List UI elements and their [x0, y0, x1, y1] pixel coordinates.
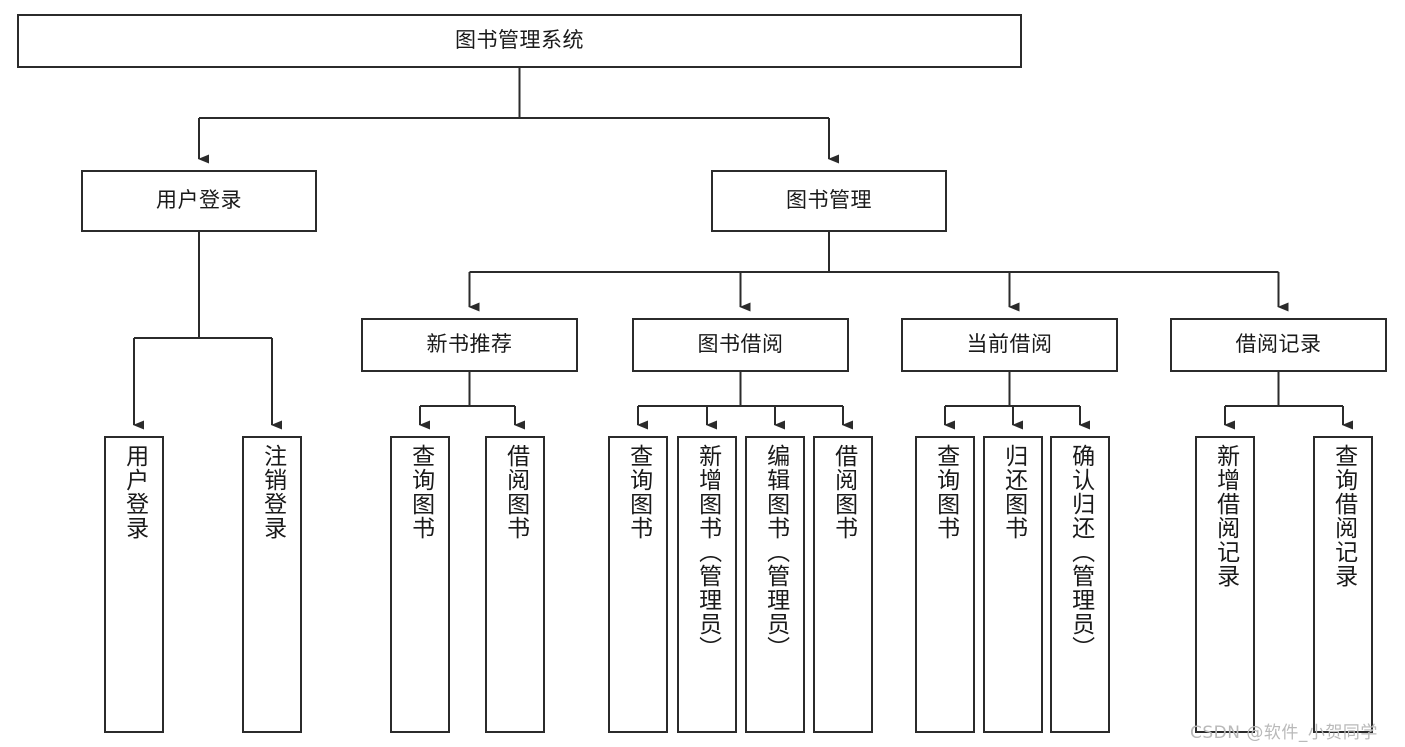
node-label: 归还图书 — [1000, 444, 1027, 540]
node-label: 新增图书（管理员） — [694, 444, 721, 660]
node-leaf-查询图书-8[interactable]: 查询图书 — [915, 436, 975, 733]
node-l3-新书推荐-0[interactable]: 新书推荐 — [361, 318, 578, 372]
node-label: 当前借阅 — [966, 332, 1053, 357]
node-label: 编辑图书（管理员） — [762, 444, 789, 660]
node-leaf-归还图书-9[interactable]: 归还图书 — [983, 436, 1043, 733]
node-label: 查询图书 — [932, 444, 959, 540]
node-leaf-查询图书-2[interactable]: 查询图书 — [390, 436, 450, 733]
node-label: 借阅图书 — [502, 444, 529, 540]
node-l2-图书管理-1[interactable]: 图书管理 — [711, 170, 947, 232]
node-leaf-确认归还管理员-10[interactable]: 确认归还（管理员） — [1050, 436, 1110, 733]
node-label: 新增借阅记录 — [1212, 444, 1239, 588]
node-l3-图书借阅-1[interactable]: 图书借阅 — [632, 318, 849, 372]
node-label: 确认归还（管理员） — [1067, 444, 1094, 660]
node-label: 查询图书 — [407, 444, 434, 540]
node-leaf-查询图书-4[interactable]: 查询图书 — [608, 436, 668, 733]
node-label: 新书推荐 — [426, 332, 513, 357]
node-leaf-新增图书管理员-5[interactable]: 新增图书（管理员） — [677, 436, 737, 733]
node-label: 用户登录 — [156, 188, 242, 213]
node-leaf-查询借阅记录-12[interactable]: 查询借阅记录 — [1313, 436, 1373, 733]
node-leaf-编辑图书管理员-6[interactable]: 编辑图书（管理员） — [745, 436, 805, 733]
node-l3-借阅记录-3[interactable]: 借阅记录 — [1170, 318, 1387, 372]
node-label: 图书管理 — [786, 188, 872, 213]
node-l3-当前借阅-2[interactable]: 当前借阅 — [901, 318, 1118, 372]
node-leaf-借阅图书-3[interactable]: 借阅图书 — [485, 436, 545, 733]
node-label: 查询图书 — [625, 444, 652, 540]
node-leaf-用户登录-0[interactable]: 用户登录 — [104, 436, 164, 733]
node-label: 图书借阅 — [697, 332, 784, 357]
node-leaf-新增借阅记录-11[interactable]: 新增借阅记录 — [1195, 436, 1255, 733]
node-root-图书管理系统-0[interactable]: 图书管理系统 — [17, 14, 1022, 68]
node-label: 借阅图书 — [830, 444, 857, 540]
node-leaf-借阅图书-7[interactable]: 借阅图书 — [813, 436, 873, 733]
node-l2-用户登录-0[interactable]: 用户登录 — [81, 170, 317, 232]
node-leaf-注销登录-1[interactable]: 注销登录 — [242, 436, 302, 733]
node-label: 图书管理系统 — [455, 28, 584, 53]
node-label: 查询借阅记录 — [1330, 444, 1357, 588]
node-label: 注销登录 — [259, 444, 286, 540]
node-label: 用户登录 — [121, 444, 148, 540]
node-label: 借阅记录 — [1235, 332, 1322, 357]
